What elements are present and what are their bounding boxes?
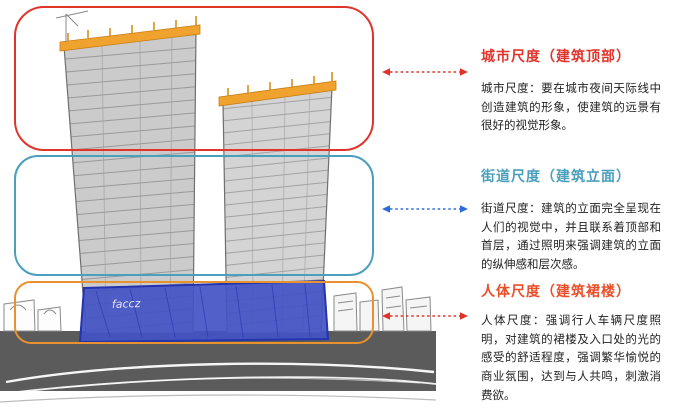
podium: faccz bbox=[78, 279, 330, 344]
street-scale-section: 街道尺度（建筑立面） 街道尺度：建筑的立面完全呈现在人们的视觉中，并且联系着顶部… bbox=[481, 166, 661, 274]
city-scale-section: 城市尺度（建筑顶部） 城市尺度：要在城市夜间天际线中创造建筑的形象，使建筑的远景… bbox=[481, 46, 661, 135]
background-town-right bbox=[333, 286, 432, 332]
foreground-sketch-left bbox=[3, 299, 62, 332]
city-scale-title: 城市尺度（建筑顶部） bbox=[481, 49, 631, 65]
street-scale-description: 街道尺度：建筑的立面完全呈现在人们的视觉中，并且联系着顶部和首层，通过照明来强调… bbox=[481, 201, 661, 271]
city-scale-description: 城市尺度：要在城市夜间天际线中创造建筑的形象，使建筑的远景有很好的视觉形象。 bbox=[481, 81, 661, 133]
right-tower-roof-ticks bbox=[227, 72, 333, 96]
crane-sketch bbox=[55, 10, 89, 42]
human-scale-section: 人体尺度（建筑裙楼） 人体尺度：强调行人车辆尺度照明，对建筑的裙楼及入口处的光的… bbox=[481, 281, 661, 404]
podium-handwriting: faccz bbox=[112, 297, 141, 311]
right-tower-cap bbox=[218, 80, 337, 107]
building-sketch: faccz bbox=[0, 10, 437, 403]
road-sketch-lines bbox=[0, 362, 437, 403]
human-scale-title: 人体尺度（建筑裙楼） bbox=[481, 284, 631, 300]
right-tower bbox=[218, 72, 337, 334]
street-scale-title: 街道尺度（建筑立面） bbox=[481, 169, 631, 185]
left-tower-roof-ticks bbox=[67, 16, 197, 41]
podium-hatch bbox=[95, 283, 311, 338]
human-scale-description: 人体尺度：强调行人车辆尺度照明，对建筑的裙楼及入口处的光的感受的舒适程度，强调繁… bbox=[481, 313, 661, 402]
left-tower-cap bbox=[59, 24, 201, 52]
